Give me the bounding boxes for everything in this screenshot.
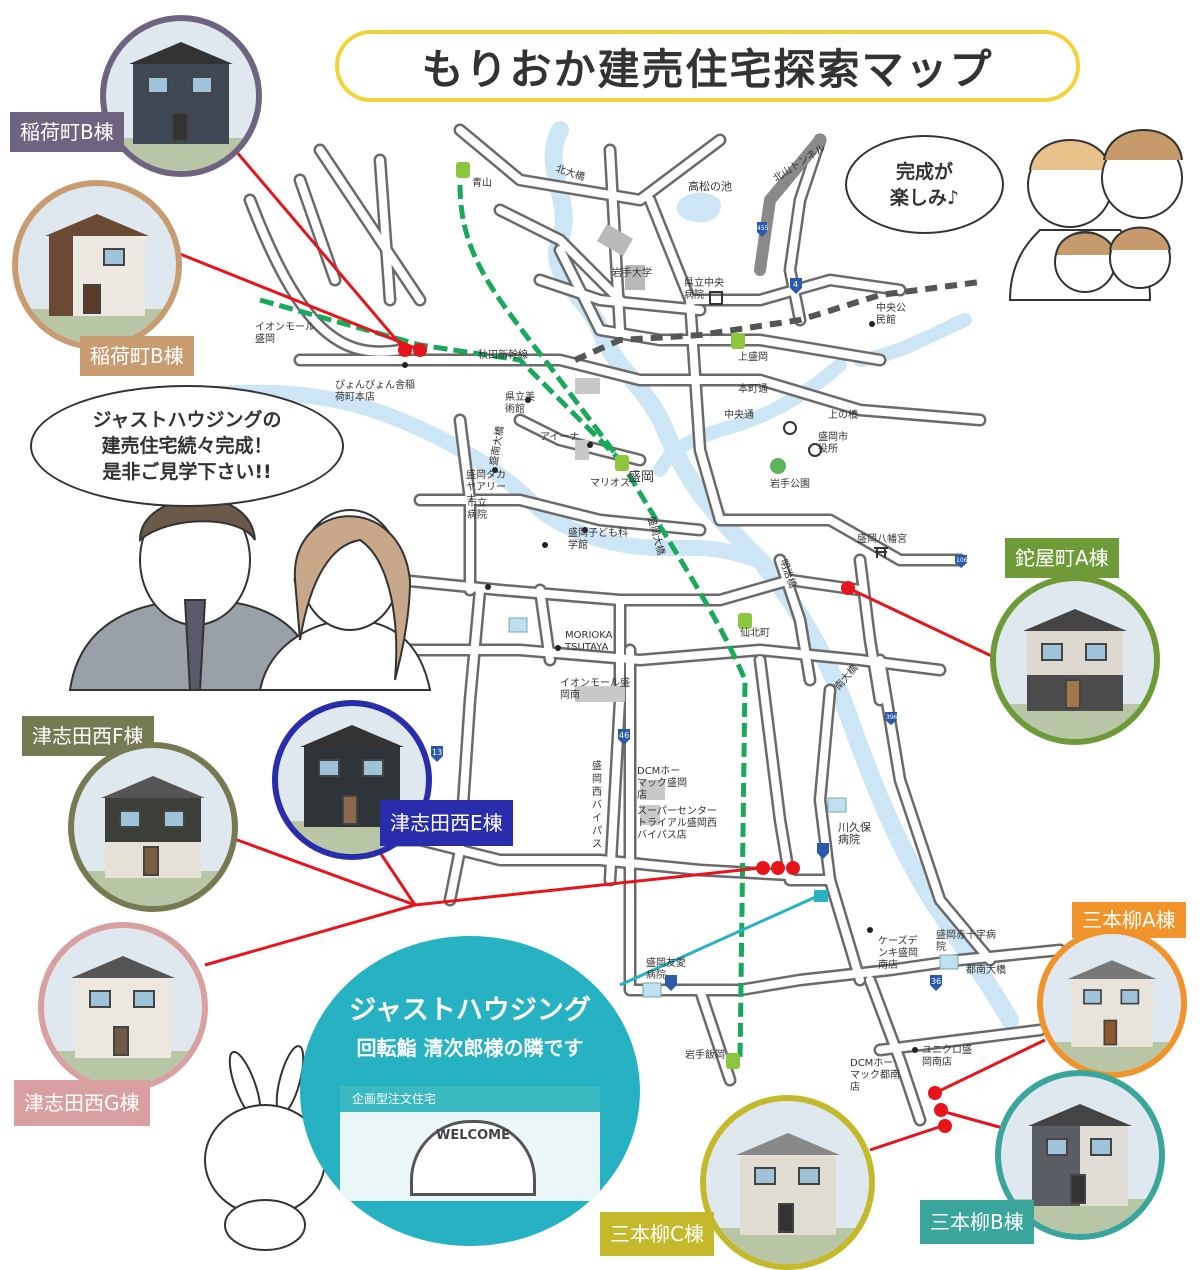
company-marker [814,890,828,902]
place-takaya-arena: 盛岡タカヤアリーナ [466,470,506,505]
jr-line [573,279,981,363]
couple-bubble-line2: 建売住宅続々完成！ [101,435,273,457]
route-13: 13 [432,748,443,757]
company-location: 回転鮨 清次郎様の隣です [356,1036,584,1060]
building-block [575,440,589,460]
home-photo-inaricho-b-bottom[interactable] [12,180,182,350]
rabbit-illustration [204,1045,326,1251]
home-tag-kagoyacho-a[interactable]: 鉈屋町A棟 [1005,538,1119,578]
place-aiina: アイーナ [540,432,580,443]
station-label-iwateiioka: 岩手飯岡 [685,1050,725,1061]
place-marios: マリオス [590,478,630,489]
place-nishi-bypass: 盛岡西バイパス [592,761,602,850]
station-label-aoyama: 青山 [472,178,492,189]
building-block [640,780,665,800]
place-pyonpyonsha: ぴょんぴょん舎稲荷町本店 [335,380,415,403]
home-pins [398,343,952,1133]
family-illustration [1008,129,1183,301]
place-iwate-university: 岩手大学 [612,268,652,279]
family-bubble-line1: 完成が [895,160,953,183]
showroom-sign: 企画型注文住宅 [340,1086,600,1112]
company-circle[interactable]: ジャストハウジング 回転鮨 清次郎様の隣です 企画型注文住宅 WELCOME [300,936,640,1246]
park-icon [770,458,786,474]
place-kaminohashi: 上の橋 [828,410,858,421]
post-office-icon [783,421,797,435]
university-block [625,265,645,290]
place-chuo-community-hall: 中央公民館 [876,303,906,326]
place-dcm-tonan: DCMホーマック都南店 [850,1058,900,1093]
company-connector-line [619,893,821,987]
page-title: もりおか建売住宅探索マップ [335,30,1080,102]
route-36: 36 [931,977,942,986]
home-photo-sanbongi-a[interactable] [1037,928,1187,1078]
home-tag-sanbongi-b[interactable]: 三本柳B棟 [920,1200,1034,1244]
poi-dots [402,321,918,1053]
road-fills [246,126,1064,1124]
home-tag-inaricho-b-top[interactable]: 稲荷町B棟 [10,112,124,152]
station-label-kamimorioka: 上盛岡 [738,352,768,363]
building-block [575,686,625,702]
hospital-icons [508,617,959,998]
place-aeon-mall-morioka: イオンモール盛岡 [255,322,315,345]
home-tag-inaricho-b-bottom[interactable]: 稲荷町B棟 [80,336,194,376]
company-showroom-photo: 企画型注文住宅 WELCOME [340,1086,600,1201]
family-speech-bubble: 完成が 楽しみ♪ [845,135,1004,234]
home-photo-inaricho-b-top[interactable] [100,15,262,177]
route-106: 106 [956,557,968,564]
place-science-museum: 盛岡子ども科学館 [568,528,628,551]
hospital-h-icon [709,291,723,305]
building-block [575,378,600,394]
place-tsutaya: MORIOKA TSUTAYA [565,630,613,653]
home-connector-lines [174,149,1046,1152]
welcome-sign: WELCOME [410,1120,536,1196]
couple-speech-bubble: ジャストハウジングの 建売住宅続々完成！ 是非ご見学下さい!! [30,385,344,507]
home-photo-kagoyacho-a[interactable] [990,575,1160,745]
place-red-cross-hospital: 盛岡赤十字病院 [936,930,996,953]
place-art-museum: 県立美術館 [505,392,535,415]
place-municipal-hospital: 市立病院 [467,498,487,521]
family-bubble-line2: 楽しみ♪ [889,186,960,209]
place-tonan-ohashi: 都南大橋 [966,965,1006,976]
company-name: ジャストハウジング [349,995,591,1026]
place-aeon-mall-minami: イオンモール盛岡南 [560,678,630,701]
university-block [597,223,633,257]
building-block [640,805,660,825]
home-tag-tsushida-nishi-e[interactable]: 津志田西E棟 [380,800,513,846]
pond-icon [676,192,721,223]
route-shields [431,222,967,991]
place-honcho-dori: 本町通 [738,384,768,395]
place-iwate-park: 岩手公園 [770,479,810,490]
place-chuo-dori: 中央通 [724,410,754,421]
expressway [754,134,826,276]
home-tag-sanbongi-c[interactable]: 三本柳C棟 [600,1212,714,1256]
route-455: 455 [757,225,769,232]
place-uniqlo: ユニクロ盛岡南店 [922,1045,972,1068]
home-photo-tsushida-nishi-f[interactable] [68,742,238,912]
home-photo-tsushida-nishi-g[interactable] [38,922,208,1092]
shrine-icon [874,547,888,558]
place-dcm-morioka: DCMホーマック盛岡店 [637,766,687,801]
place-akita-shinkansen: 秋田新幹線 [478,350,528,361]
home-photo-sanbongi-c[interactable] [700,1095,875,1270]
place-trial: スーパーセンタートライアル盛岡西バイパス店 [637,806,717,841]
place-hachimangu: 盛岡八幡宮 [857,534,907,545]
place-kawakubo-hospital: 川久保病院 [838,821,871,846]
couple-bubble-line3: 是非ご見学下さい!! [102,461,272,483]
place-kszdenki: ケーズデンキ盛岡南店 [878,936,918,971]
couple-illustration [68,494,432,691]
place-city-hall: 盛岡市役所 [818,432,848,455]
station-icons [456,162,752,1069]
station-label-senbokucho: 仙北町 [740,628,770,639]
city-hall-icon [808,443,822,457]
place-takamatsu-pond: 高松の池 [688,180,732,193]
place-yuai-hospital: 盛岡友愛病院 [646,958,686,981]
route-396: 396 [886,714,898,721]
place-prefectural-hospital: 県立中央病院 [684,278,724,301]
home-tag-tsushida-nishi-g[interactable]: 津志田西G棟 [14,1080,150,1126]
route-46: 46 [619,731,630,740]
route-4-north: 4 [793,280,799,289]
couple-bubble-line1: ジャストハウジングの [92,409,282,431]
station-label-morioka: 盛岡 [628,470,655,485]
